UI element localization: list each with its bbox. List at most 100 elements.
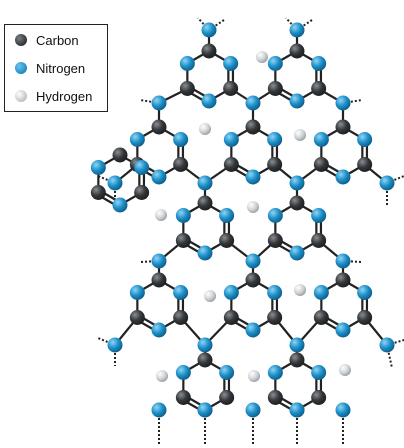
carbon-atom (267, 310, 283, 325)
nitrogen-atom (311, 365, 327, 380)
nitrogen-atom (151, 95, 167, 111)
nitrogen-atom (335, 402, 351, 418)
nitrogen-atom (335, 322, 351, 338)
extension-bond (342, 99, 363, 104)
nitrogen-atom (245, 322, 261, 338)
nitrogen-atom (201, 22, 217, 38)
nitrogen-atom (151, 253, 167, 269)
nitrogen-atom (173, 132, 189, 147)
nitrogen-atom (245, 253, 261, 269)
extension-bond (285, 17, 298, 31)
nitrogen-atom (335, 95, 351, 111)
extension-bond (296, 19, 313, 31)
nitrogen-atom (197, 402, 213, 418)
nitrogen-atom-icon (15, 62, 27, 74)
nitrogen-atom (289, 245, 305, 261)
carbon-atom (134, 185, 150, 200)
carbon-atom (289, 43, 305, 59)
carbon-atom (151, 119, 167, 135)
nitrogen-atom (289, 22, 305, 38)
nitrogen-atom (151, 402, 167, 418)
carbon-atom (219, 390, 235, 405)
nitrogen-atom (245, 402, 261, 418)
carbon-atom (289, 352, 305, 368)
nitrogen-atom (112, 197, 128, 213)
nitrogen-atom (223, 56, 239, 71)
nitrogen-atom (107, 337, 123, 353)
carbon-atom (201, 43, 217, 59)
carbon-atom (197, 195, 213, 211)
extension-bond (386, 175, 404, 184)
nitrogen-atom (197, 245, 213, 261)
carbon-atom (197, 352, 213, 368)
hydrogen-atom-icon (15, 90, 27, 102)
nitrogen-atom (379, 337, 395, 353)
carbon-atom (267, 233, 283, 248)
hydrogen-atom (248, 370, 260, 382)
extension-bond (342, 260, 363, 263)
nitrogen-atom (289, 337, 305, 353)
bonds (96, 17, 404, 445)
nitrogen-atom (151, 322, 167, 338)
carbon-atom (151, 272, 167, 288)
extension-bond (139, 260, 160, 263)
nitrogen-atom (129, 132, 145, 147)
nitrogen-atom (134, 160, 150, 175)
hydrogen-atom (339, 364, 351, 376)
legend-item-hydrogen: Hydrogen (5, 85, 92, 107)
hydrogen-atom (204, 290, 216, 302)
carbon-atom (245, 272, 261, 288)
nitrogen-atom (129, 285, 145, 300)
carbon-atom (335, 272, 351, 288)
nitrogen-atom (107, 175, 123, 191)
nitrogen-atom (173, 285, 189, 300)
nitrogen-atom (289, 93, 305, 109)
extension-bond (139, 99, 160, 104)
carbon-atom (175, 233, 191, 248)
carbon-atom (179, 81, 195, 96)
extension-bond (386, 339, 404, 346)
nitrogen-atom (311, 56, 327, 71)
nitrogen-atom (197, 175, 213, 191)
carbon-atom (289, 195, 305, 211)
nitrogen-atom (267, 56, 283, 71)
nitrogen-atom (223, 132, 239, 147)
extension-bond (97, 175, 116, 184)
hydrogen-atom (294, 129, 306, 141)
nitrogen-atom (175, 365, 191, 380)
nitrogen-atom (223, 285, 239, 300)
nitrogen-atom (151, 169, 167, 185)
carbon-atom (267, 157, 283, 172)
carbon-atom-icon (15, 34, 27, 46)
nitrogen-atom (219, 208, 235, 223)
hydrogen-atom (199, 123, 211, 135)
carbon-atom (313, 310, 329, 325)
nitrogen-atom (267, 208, 283, 223)
carbon-atom (129, 310, 145, 325)
hydrogen-atom (247, 201, 259, 213)
nitrogen-atom (335, 253, 351, 269)
carbon-atom (173, 157, 189, 172)
nitrogen-atom (289, 402, 305, 418)
atoms (90, 22, 395, 418)
carbon-atom (90, 185, 106, 200)
hydrogen-atom (156, 370, 168, 382)
carbon-atom (219, 233, 235, 248)
carbon-atom (112, 147, 128, 163)
legend-label: Hydrogen (36, 88, 93, 104)
carbon-atom (175, 390, 191, 405)
carbon-atom (267, 390, 283, 405)
carbon-atom (223, 310, 239, 325)
nitrogen-atom (245, 95, 261, 111)
carbon-atom (311, 233, 327, 248)
nitrogen-atom (313, 285, 329, 300)
extension-bond (97, 337, 116, 346)
nitrogen-atom (289, 175, 305, 191)
legend-item-carbon: Carbon (5, 29, 79, 51)
nitrogen-atom (313, 132, 329, 147)
carbon-atom (311, 390, 327, 405)
nitrogen-atom (335, 169, 351, 185)
nitrogen-atom (245, 169, 261, 185)
